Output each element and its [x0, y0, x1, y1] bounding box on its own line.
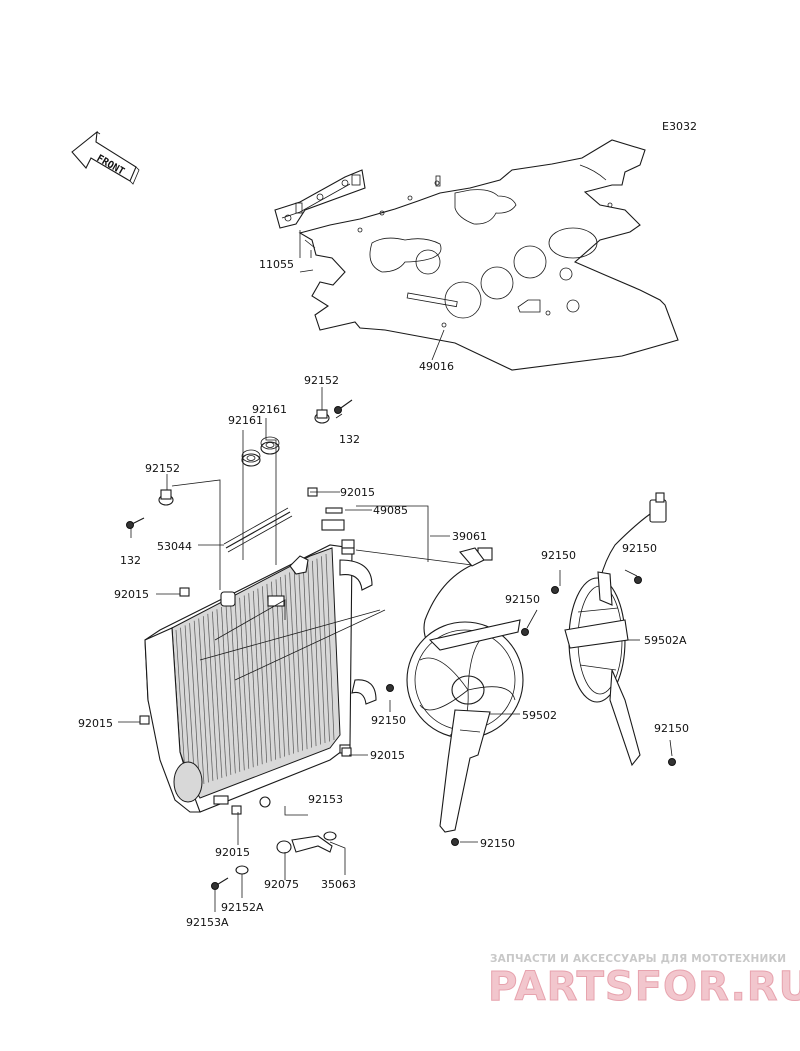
- radiator-fin-line: [234, 600, 245, 771]
- wire-39061: [355, 549, 473, 566]
- leader-lines: [118, 230, 673, 912]
- nut-92150-f: [451, 838, 459, 846]
- grommet-92161-a: [241, 449, 261, 467]
- radiator-core-fins: [175, 553, 335, 791]
- clip-92015-lower-left: [139, 715, 150, 725]
- label-92150-e: 92150: [654, 722, 689, 735]
- label-92015-bottom: 92015: [215, 846, 250, 859]
- front-arrow-icon: FRONT: [71, 130, 140, 185]
- radiator-fin-line: [257, 588, 268, 763]
- label-92150-a: 92150: [541, 549, 576, 562]
- nut-92150-a: [551, 586, 559, 594]
- radiator-fin-line: [289, 572, 299, 753]
- radiator-fin-line: [202, 616, 214, 781]
- seal-49085: [325, 507, 343, 514]
- label-49016: 49016: [419, 360, 454, 373]
- fan-59502: [406, 547, 524, 833]
- label-92152-left: 92152: [145, 462, 180, 475]
- label-92153A: 92153A: [186, 916, 229, 929]
- clip-92015-bottom: [231, 805, 242, 815]
- label-92150-d: 92150: [371, 714, 406, 727]
- collar-92152-left: [158, 489, 174, 506]
- radiator-fin-line: [271, 581, 281, 759]
- radiator-fin-line: [321, 556, 330, 742]
- rod-53044: [225, 511, 291, 549]
- radiator-fin-line: [212, 611, 223, 778]
- radiator-fin-line: [266, 583, 277, 760]
- label-92075: 92075: [264, 878, 299, 891]
- watermark-subtitle: ЗАПЧАСТИ И АКСЕССУАРЫ ДЛЯ МОТОТЕХНИКИ: [490, 953, 786, 965]
- radiator-fin-line: [325, 553, 335, 741]
- clip-92015-left: [179, 587, 190, 597]
- label-59502: 59502: [522, 709, 557, 722]
- fan-59502A: [564, 492, 667, 767]
- radiator: [144, 539, 377, 813]
- radiator-fin-line: [243, 595, 254, 768]
- label-53044: 53044: [157, 540, 192, 553]
- label-59502A: 59502A: [644, 634, 687, 647]
- collar-92152-top: [314, 409, 330, 424]
- label-92015-top: 92015: [340, 486, 375, 499]
- radiator-fin-line: [280, 577, 290, 756]
- label-92150-c: 92150: [505, 593, 540, 606]
- label-92161-b: 92161: [252, 403, 287, 416]
- radiator-fin-line: [316, 558, 326, 744]
- radiator-fin-line: [293, 570, 303, 751]
- bracket-11055: [274, 169, 366, 229]
- radiator-fin-line: [207, 613, 218, 780]
- grommet-92161-b: [260, 436, 280, 455]
- label-92150-f: 92150: [480, 837, 515, 850]
- radiator-fin-line: [252, 590, 263, 765]
- heat-insulator-plate: [298, 139, 679, 371]
- radiator-fin-line: [312, 560, 321, 745]
- label-11055: 11055: [259, 258, 294, 271]
- watermark-logo: PARTSFOR.RU: [488, 964, 800, 1010]
- clip-92015-mid: [341, 747, 352, 757]
- radiator-fin-line: [216, 609, 227, 777]
- radiator-fin-line: [302, 565, 312, 748]
- seal-49085-base: [321, 519, 345, 531]
- nut-92150-b: [634, 576, 642, 584]
- radiator-fin-line: [248, 593, 259, 766]
- rod-outline: [223, 507, 293, 553]
- label-39061: 39061: [452, 530, 487, 543]
- bolt-132-top: [334, 399, 353, 414]
- front-label: FRONT: [95, 153, 127, 178]
- label-92015-left: 92015: [114, 588, 149, 601]
- radiator-fin-line: [307, 563, 317, 747]
- radiator-fin-line: [193, 620, 205, 784]
- label-49085: 49085: [373, 504, 408, 517]
- bolt-132-left: [126, 517, 145, 529]
- collar-92152A: [235, 865, 249, 875]
- nut-92150-c: [521, 628, 529, 636]
- label-132-top: 132: [339, 433, 360, 446]
- label-132-left: 132: [120, 554, 141, 567]
- diagram-code: E3032: [662, 120, 697, 133]
- radiator-fin-line: [239, 597, 250, 769]
- radiator-fin-line: [184, 625, 196, 787]
- radiator-fin-line: [284, 574, 294, 754]
- bolt-92153A: [211, 877, 229, 890]
- nut-92150-d: [386, 684, 394, 692]
- radiator-fin-line: [262, 586, 272, 762]
- label-92152-top: 92152: [304, 374, 339, 387]
- radiator-fin-line: [189, 623, 200, 786]
- radiator-fin-line: [275, 579, 286, 757]
- label-92015-lower-left: 92015: [78, 717, 113, 730]
- bracket-35063: [276, 831, 337, 854]
- radiator-fin-line: [221, 606, 232, 775]
- label-92015-mid: 92015: [370, 749, 405, 762]
- label-92150-b: 92150: [622, 542, 657, 555]
- label-35063: 35063: [321, 878, 356, 891]
- label-92161-a: 92161: [228, 414, 263, 427]
- label-92152A: 92152A: [221, 901, 264, 914]
- nut-92150-e: [668, 758, 676, 766]
- radiator-fin-line: [298, 567, 308, 750]
- radiator-fin-line: [198, 618, 209, 783]
- label-92153: 92153: [308, 793, 343, 806]
